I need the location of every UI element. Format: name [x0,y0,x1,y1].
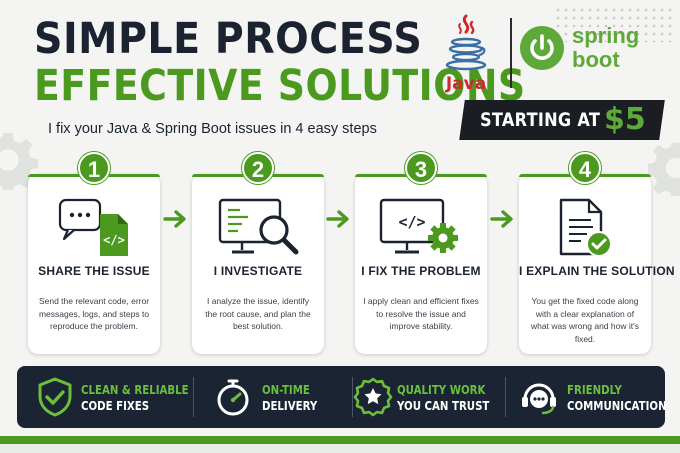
shield-check-icon [38,377,72,417]
step-card-3: </> I FIX THE PROBLEM I apply clean and … [355,174,487,354]
step-card-2: I INVESTIGATE I analyze the issue, ident… [192,174,324,354]
gear-icon [0,133,38,190]
award-badge-icon [353,377,393,417]
svg-text:</>: </> [398,213,425,231]
java-logo: Java [440,12,492,94]
feature-label: YOU CAN TRUST [397,399,490,413]
price-value: $5 [604,102,646,137]
bottom-accent-stripe [0,436,680,444]
page-title: SIMPLE PROCESS [34,14,423,64]
step-title: I FIX THE PROBLEM [361,264,481,278]
feature-label: CODE FIXES [81,399,150,413]
chat-code-icon: </> [58,198,128,256]
step-title: I INVESTIGATE [213,264,303,278]
step-card-4: I EXPLAIN THE SOLUTION You get the fixed… [519,174,675,354]
page-subtitle: I fix your Java & Spring Boot issues in … [48,121,377,137]
java-wordmark: Java [445,74,487,94]
dot-pattern [554,6,674,42]
step-title: I EXPLAIN THE SOLUTION [519,264,675,278]
step-description: I apply clean and efficient fixes to res… [363,296,479,331]
feature-label: CLEAN & RELIABLE [81,383,189,397]
feature-divider [505,377,506,417]
monitor-code-gear-icon: </> [379,198,458,254]
feature-label: DELIVERY [262,399,318,413]
page-title-secondary: EFFECTIVE SOLUTIONS [34,61,526,111]
stopwatch-icon [217,379,249,416]
arrow-right-icon [163,210,186,228]
features-bar: CLEAN & RELIABLE CODE FIXES ON-TIME DELI… [17,366,667,428]
power-icon [520,26,564,70]
feature-divider [352,377,353,417]
step-number-badge: 3 [405,152,437,184]
step-title: SHARE THE ISSUE [38,264,150,278]
spring-boot-wordmark: spring boot [572,23,640,72]
step-description: Send the relevant code, error messages, … [38,296,150,331]
step-number-badge: 1 [78,152,110,184]
bottom-footer-band [0,444,680,453]
coffee-cup-icon [445,14,487,71]
monitor-magnifier-icon [218,198,299,255]
gear-icon [648,142,680,196]
price-label: STARTING AT [480,109,601,131]
document-check-icon [559,198,612,257]
step-number-badge: 4 [569,152,601,184]
chat-headset-icon [522,383,556,415]
feature-divider [193,377,194,417]
feature-label: QUALITY WORK [397,383,486,397]
feature-label: FRIENDLY [567,383,622,397]
feature-label: COMMUNICATION [567,399,667,413]
feature-label: ON-TIME [262,383,310,397]
step-card-1: </> SHARE THE ISSUE Send the relevant co… [28,174,160,354]
logo-divider [510,18,512,88]
arrow-right-icon [326,210,349,228]
step-description: I analyze the issue, identify the root c… [205,296,311,331]
step-number-badge: 2 [242,152,274,184]
price-banner-content: STARTING AT $5 [480,100,660,140]
arrow-right-icon [490,210,513,228]
step-description: You get the fixed code along with a clea… [531,296,639,344]
svg-text:</>: </> [103,233,125,247]
